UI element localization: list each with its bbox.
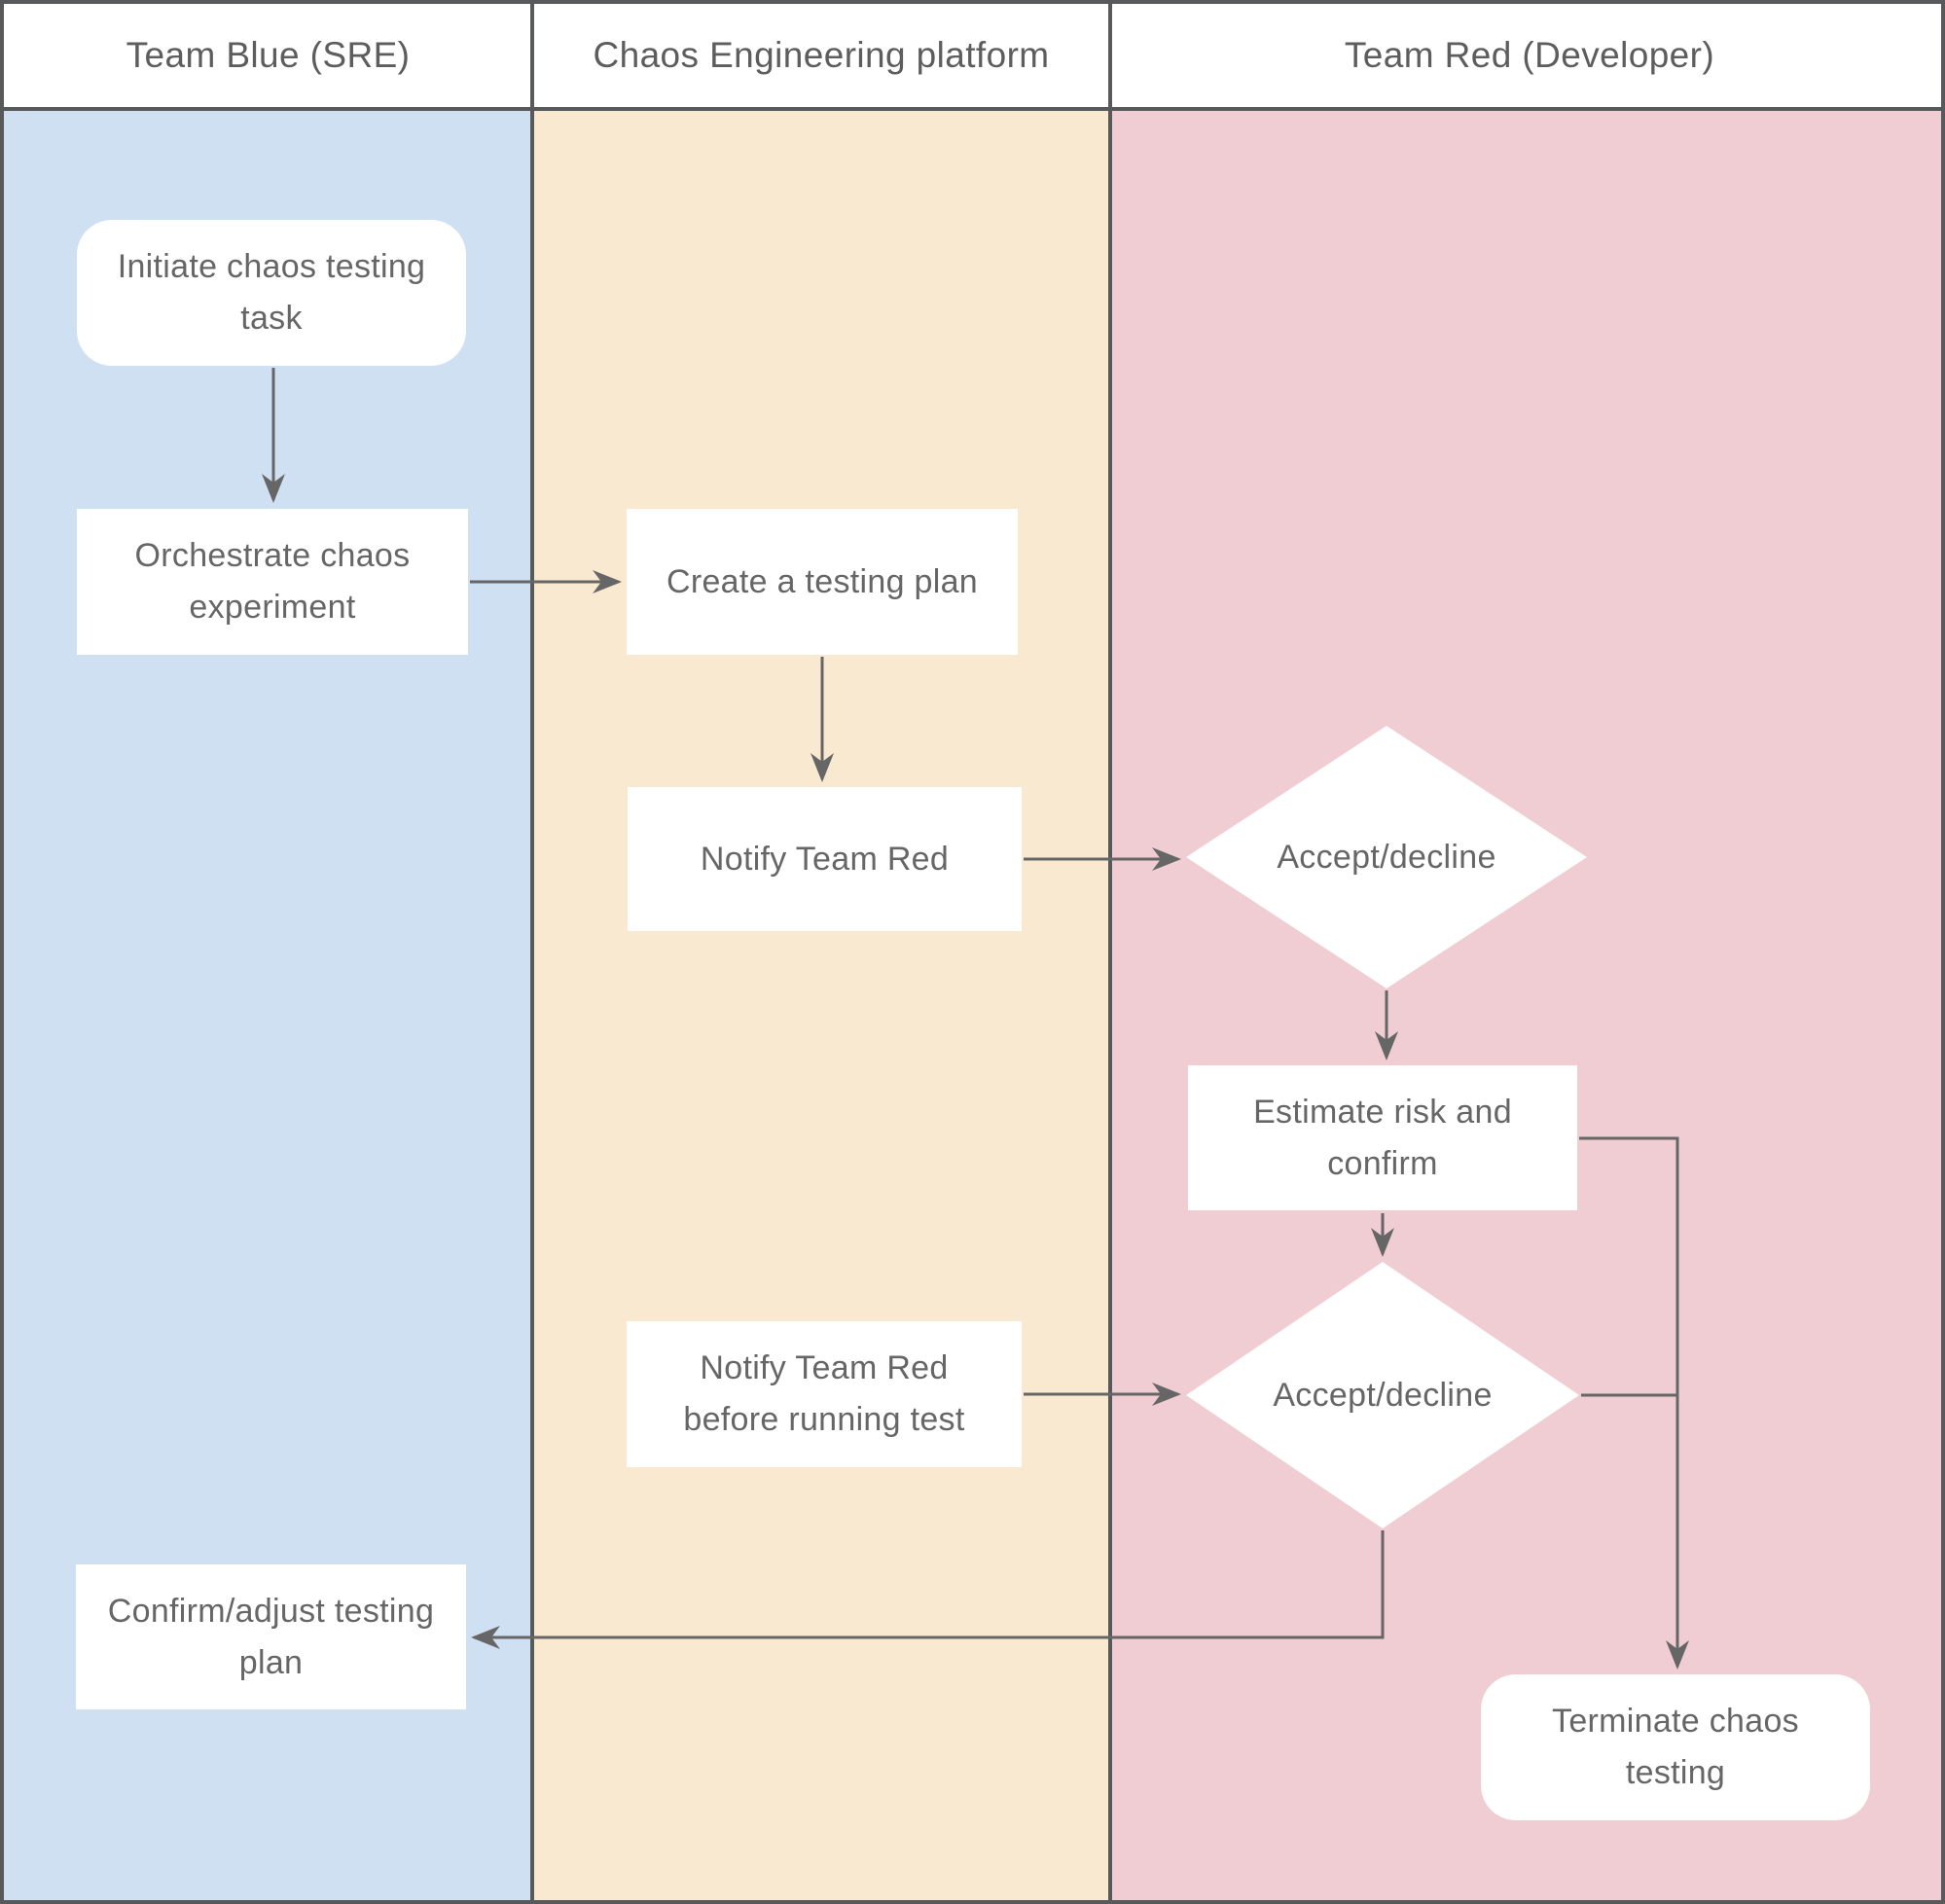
node-notify-team-red: Notify Team Red (628, 787, 1022, 931)
node-confirm-adjust-testing-plan: Confirm/adjust testing plan (76, 1564, 466, 1709)
connector-layer (262, 368, 1689, 1670)
node-estimate-risk-and-confirm: Estimate risk and confirm (1188, 1065, 1577, 1210)
lane-header-team-blue: Team Blue (SRE) (126, 35, 411, 75)
decision-accept-decline-1-shape (1186, 726, 1587, 988)
decision-accept-decline-2-shape (1186, 1262, 1579, 1528)
node-initiate-chaos-testing-task: Initiate chaos testing task (77, 220, 466, 366)
node-label: Notify Team Red (700, 840, 950, 878)
node-label: Create a testing plan (666, 562, 979, 600)
lane-team-red (1110, 111, 1941, 1900)
node-label: Estimate risk and confirm (1253, 1093, 1512, 1182)
node-create-testing-plan: Create a testing plan (627, 509, 1018, 655)
arrow-accept-decline-2-to-confirm-adjust (471, 1530, 1385, 1649)
node-orchestrate-chaos-experiment: Orchestrate chaos experiment (77, 509, 468, 655)
node-label: Terminate chaos testing (1552, 1703, 1799, 1791)
node-label: Initiate chaos testing task (117, 248, 426, 337)
node-label: Confirm/adjust testing plan (107, 1592, 435, 1681)
lane-divider-1 (530, 4, 534, 1900)
node-notify-team-red-before-running-test: Notify Team Red before running test (627, 1321, 1022, 1467)
lane-divider-2 (1108, 4, 1112, 1900)
node-label: Notify Team Red before running test (683, 1349, 965, 1438)
lane-header-row: Team Blue (SRE) Chaos Engineering platfo… (4, 4, 1941, 111)
lane-header-team-red: Team Red (Developer) (1344, 35, 1715, 75)
lane-header-chaos-platform: Chaos Engineering platform (593, 35, 1050, 75)
node-terminate-chaos-testing: Terminate chaos testing (1481, 1674, 1870, 1820)
arrow-estimate-risk-to-terminate (1579, 1136, 1689, 1670)
node-label: Orchestrate chaos experiment (134, 537, 411, 626)
lane-chaos-platform (532, 111, 1110, 1900)
